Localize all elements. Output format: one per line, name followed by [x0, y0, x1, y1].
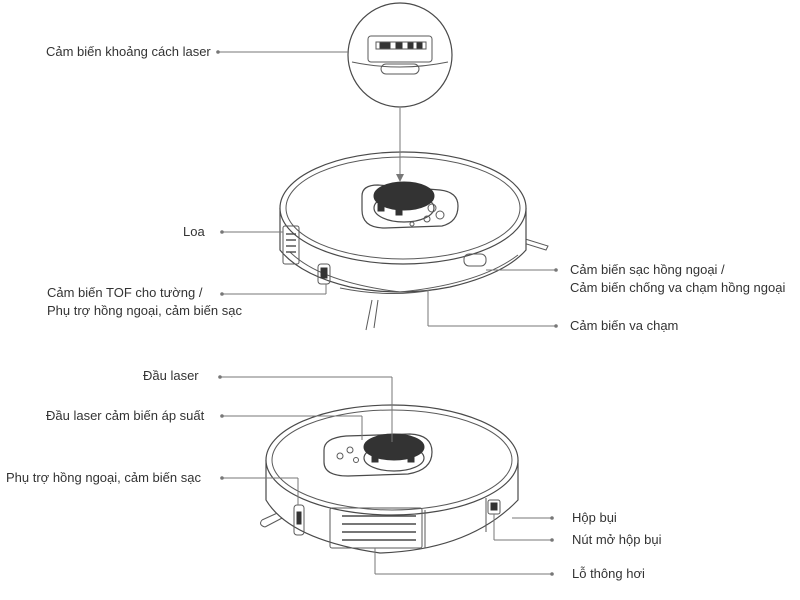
robot-bottom-view — [260, 404, 519, 554]
label-dustbin-release-button: Nút mở hộp bụi — [572, 532, 662, 547]
label-laser-head: Đầu laser — [143, 368, 199, 383]
label-tof-sensor-line2: Phụ trợ hồng ngoại, cảm biến sạc — [47, 303, 242, 318]
leader-lines — [216, 50, 558, 576]
label-bumper-sensor: Cảm biến va chạm — [570, 318, 679, 333]
label-ir-charge-sensor-line2: Cảm biến chống va chạm hồng ngoại — [570, 280, 786, 295]
label-ir-charge-assist: Phụ trợ hồng ngoại, cảm biến sạc — [6, 470, 201, 485]
robot-top-view — [279, 151, 549, 331]
label-speaker: Loa — [183, 224, 205, 239]
label-tof-sensor-line1: Cảm biến TOF cho tường / — [47, 285, 203, 300]
label-laser-distance-sensor: Cảm biến khoảng cách laser — [46, 44, 211, 59]
label-ir-charge-sensor-line1: Cảm biến sạc hồng ngoại / — [570, 262, 725, 277]
label-air-vent: Lỗ thông hơi — [572, 566, 645, 581]
laser-sensor-closeup — [347, 2, 453, 108]
label-pressure-laser-head: Đầu laser cảm biến áp suất — [46, 408, 205, 423]
label-dustbin: Hộp bụi — [572, 510, 617, 525]
